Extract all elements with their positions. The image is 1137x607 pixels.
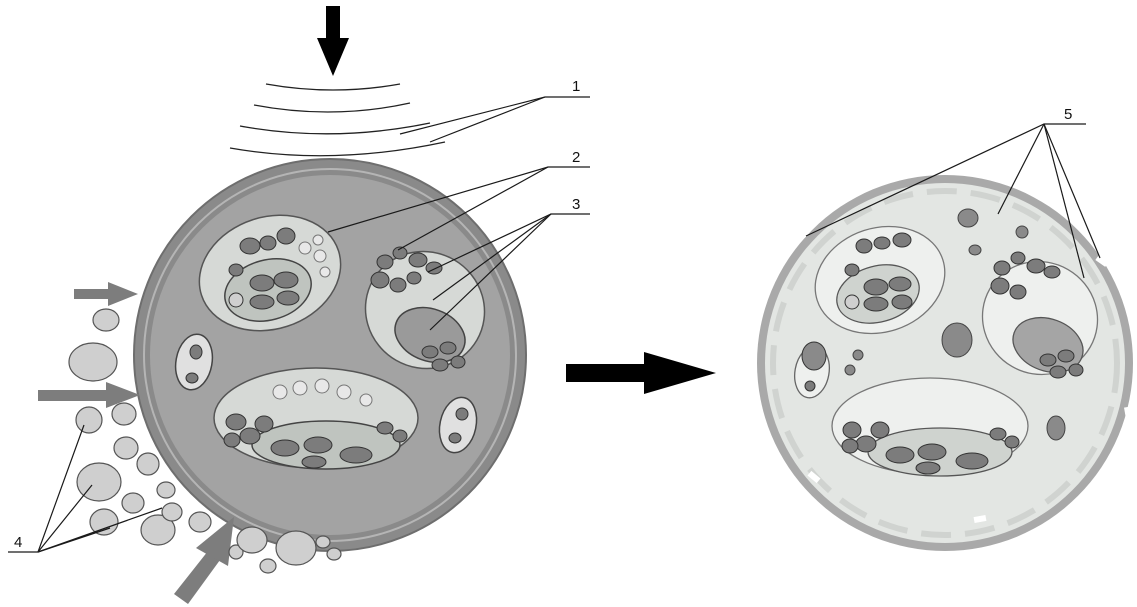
wave-lines <box>230 84 445 156</box>
gray-arrow-upper <box>74 282 138 306</box>
callout-1: 1 <box>572 78 580 95</box>
nerve-cross-section <box>134 159 526 551</box>
callout-5: 5 <box>1064 106 1072 123</box>
callout-4: 4 <box>14 534 22 551</box>
transition-arrow <box>566 352 716 394</box>
fascicle-bottom <box>214 368 418 469</box>
callout-2: 2 <box>572 149 580 166</box>
treated-cross-section <box>757 175 1133 551</box>
incoming-wave-arrow <box>317 6 349 76</box>
callout-3: 3 <box>572 196 580 213</box>
